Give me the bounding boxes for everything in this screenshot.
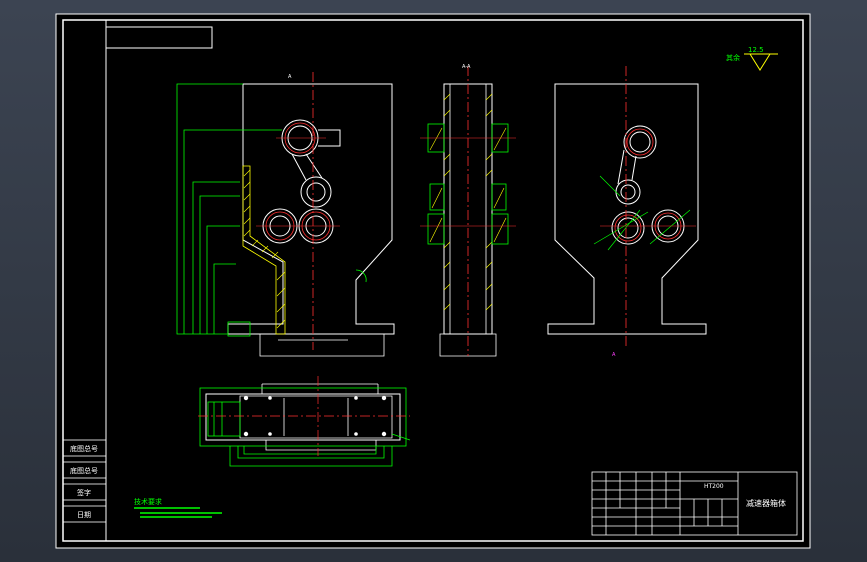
roughness-label: 其余 [726,53,740,62]
tech-notes: 技术要求 [134,497,222,518]
front-view: A [176,72,395,357]
roughness-symbol: 其余 12.5 [726,46,778,71]
stamp-2: 底图总号 [70,466,98,475]
top-view [198,376,411,467]
roughness-value: 12.5 [748,46,764,54]
title-block [591,471,798,536]
view-label: A [612,352,616,358]
note-title: 技术要求 [134,497,162,506]
side-stamps: 底图总号 底图总号 签字 日期 [62,439,107,523]
inner-border [62,19,804,542]
right-view [547,66,707,346]
drawing-sheet [55,13,811,549]
stamp-3: 签字 [77,488,91,497]
code-box [105,26,213,49]
section-mark: A [288,74,292,80]
stamp-4: 日期 [77,511,91,519]
material-label: HT200 [704,483,724,490]
drawing-title: 减速器箱体 [746,498,786,508]
stamp-1: 底图总号 [70,444,98,453]
section-mark-b: A-A [462,64,471,70]
side-view: A-A [420,64,516,357]
